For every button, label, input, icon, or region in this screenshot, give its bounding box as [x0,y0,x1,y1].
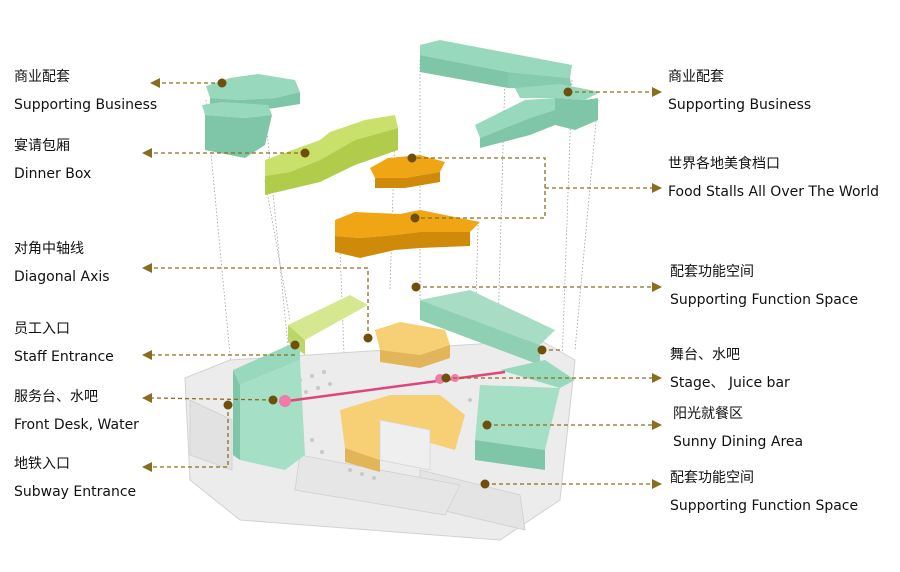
label-en: Staff Entrance [14,349,114,365]
label-en: Diagonal Axis [14,269,110,285]
label-en: Dinner Box [14,166,92,182]
label-staff-entrance: 员工入口 Staff Entrance [14,321,114,366]
label-supporting-business-left: 商业配套 Supporting Business [14,69,157,114]
label-en: Supporting Function Space [670,292,859,308]
label-cn: 配套功能空间 [670,470,754,486]
label-en: Subway Entrance [14,484,137,500]
dinner-box-block [265,115,398,195]
label-en: Food Stalls All Over The World [668,184,880,200]
label-cn: 对角中轴线 [14,241,84,257]
supporting-business-left-block [202,74,300,158]
label-diagonal-axis: 对角中轴线 Diagonal Axis [14,241,110,286]
label-front-desk: 服务台、水吧 Front Desk, Water [14,389,139,434]
label-cn: 世界各地美食档口 [668,156,780,172]
label-supporting-function-lower: 配套功能空间 Supporting Function Space [670,470,858,515]
label-cn: 宴请包厢 [14,138,70,154]
label-cn: 地铁入口 [14,456,70,472]
label-en: Stage、 Juice bar [670,375,790,391]
food-stalls-top-block [370,155,445,188]
label-cn: 商业配套 [14,69,70,85]
leader-lines [151,82,652,485]
label-food-stalls: 世界各地美食档口 Food Stalls All Over The World [668,156,879,201]
anchor-dots [217,78,573,489]
label-en: Sunny Dining Area [673,434,804,450]
ground-level-mint-blocks [233,290,575,470]
label-dinner-box: 宴请包厢 Dinner Box [14,138,91,183]
food-stalls-main-block [335,210,480,258]
label-stage-juice-bar: 舞台、水吧 Stage、 Juice bar [670,347,790,392]
label-cn: 商业配套 [668,69,724,85]
label-cn: 阳光就餐区 [673,406,743,422]
label-en: Front Desk, Water [14,417,139,433]
label-en: Supporting Business [14,97,158,113]
label-cn: 配套功能空间 [670,264,754,280]
label-supporting-function-upper: 配套功能空间 Supporting Function Space [670,264,858,309]
label-cn: 服务台、水吧 [14,389,98,405]
ground-level-yellow-blocks [340,322,465,472]
label-cn: 舞台、水吧 [670,347,740,363]
label-sunny-dining: 阳光就餐区 Sunny Dining Area [673,406,803,451]
label-subway-entrance: 地铁入口 Subway Entrance [14,456,136,501]
label-en: Supporting Business [668,97,812,113]
supporting-business-right-block [420,40,600,148]
arrowheads [142,78,662,489]
label-cn: 员工入口 [14,321,70,337]
label-en: Supporting Function Space [670,498,859,514]
label-supporting-business-right: 商业配套 Supporting Business [668,69,811,114]
